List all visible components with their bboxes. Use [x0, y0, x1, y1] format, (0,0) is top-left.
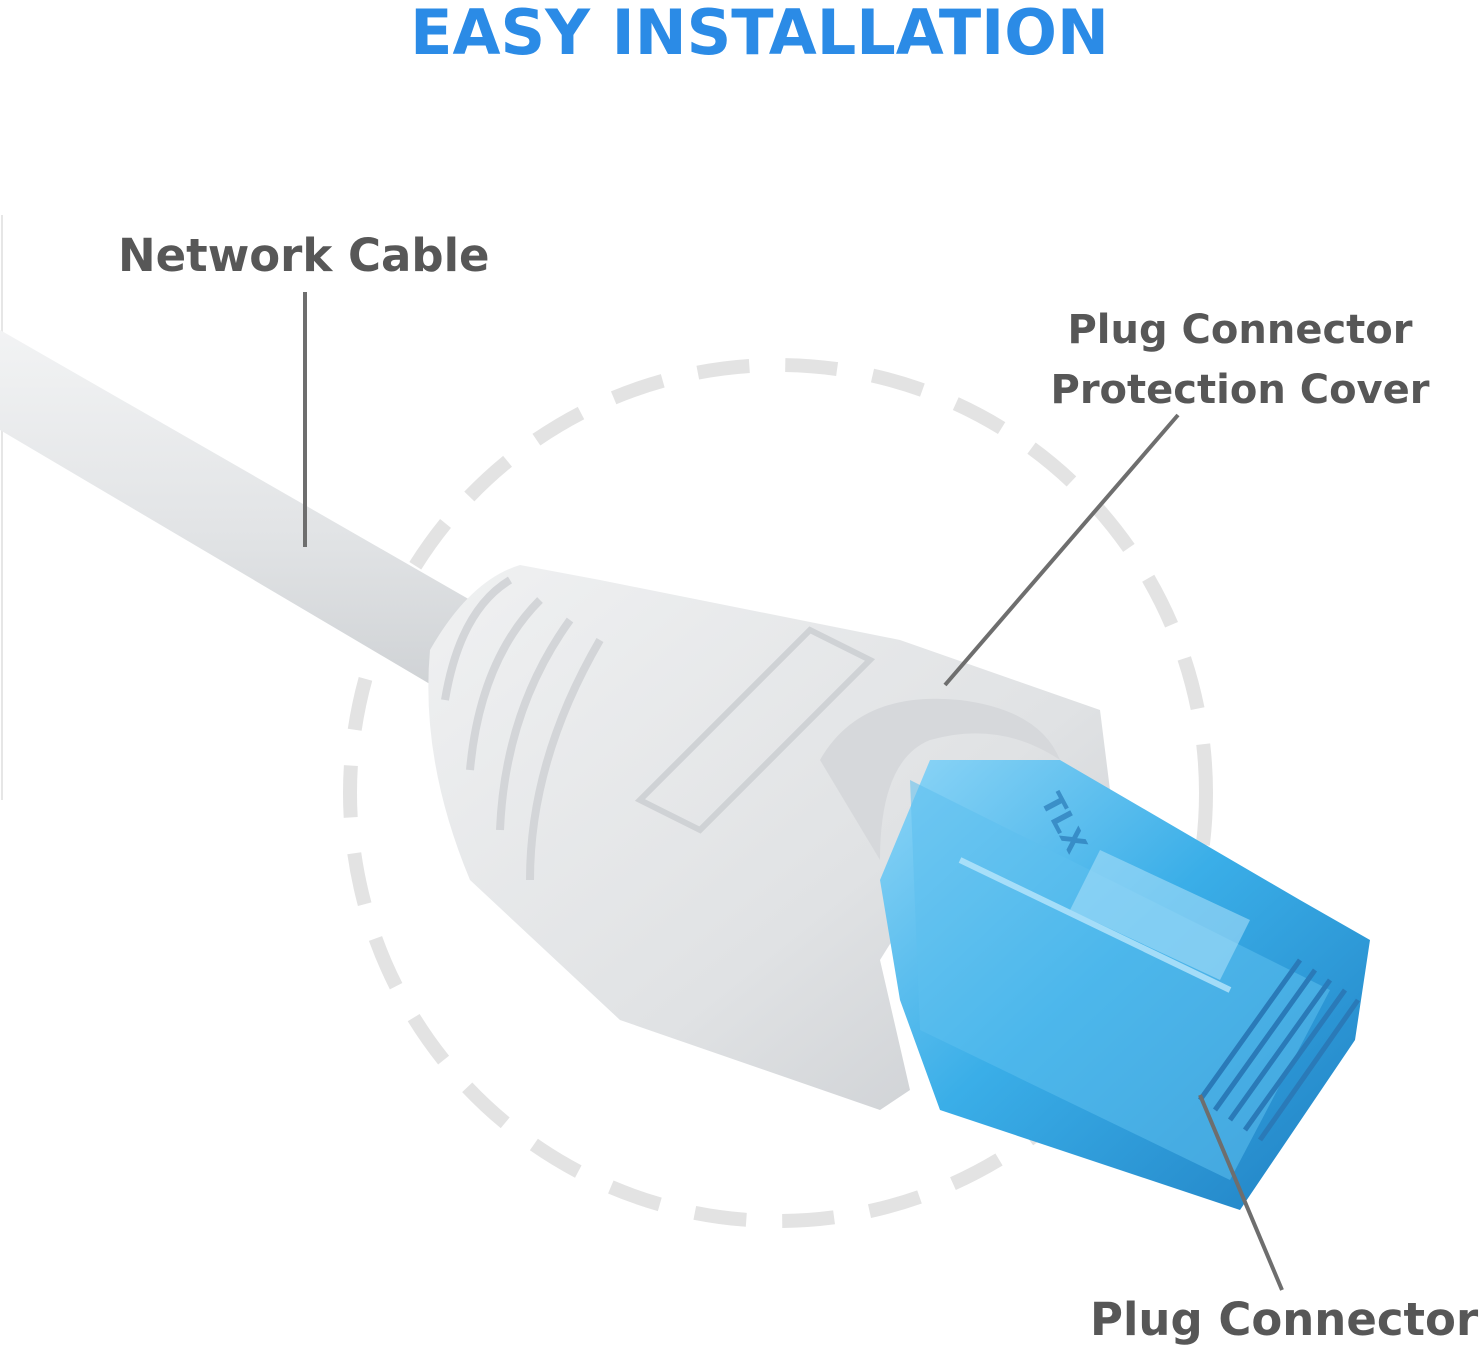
dashed-highlight-circle [343, 358, 1213, 1228]
protection-cover-pointer [943, 413, 1180, 687]
protection-cover-label-line2: Protection Cover [1050, 367, 1430, 413]
protection-cover-label: Plug Connector Protection Cover [1030, 300, 1450, 420]
network-cable-label: Network Cable [118, 229, 490, 282]
plug-connector-label: Plug Connector [1090, 1293, 1479, 1346]
page-title: EASY INSTALLATION [410, 0, 1109, 69]
connector-marking: TLX [1033, 787, 1093, 859]
network-cable [0, 330, 505, 690]
plug-connector-pointer [1198, 1094, 1284, 1291]
plug-connector [880, 760, 1370, 1210]
protection-cover-label-line1: Plug Connector [1067, 307, 1413, 353]
protection-cover [428, 565, 1110, 1110]
